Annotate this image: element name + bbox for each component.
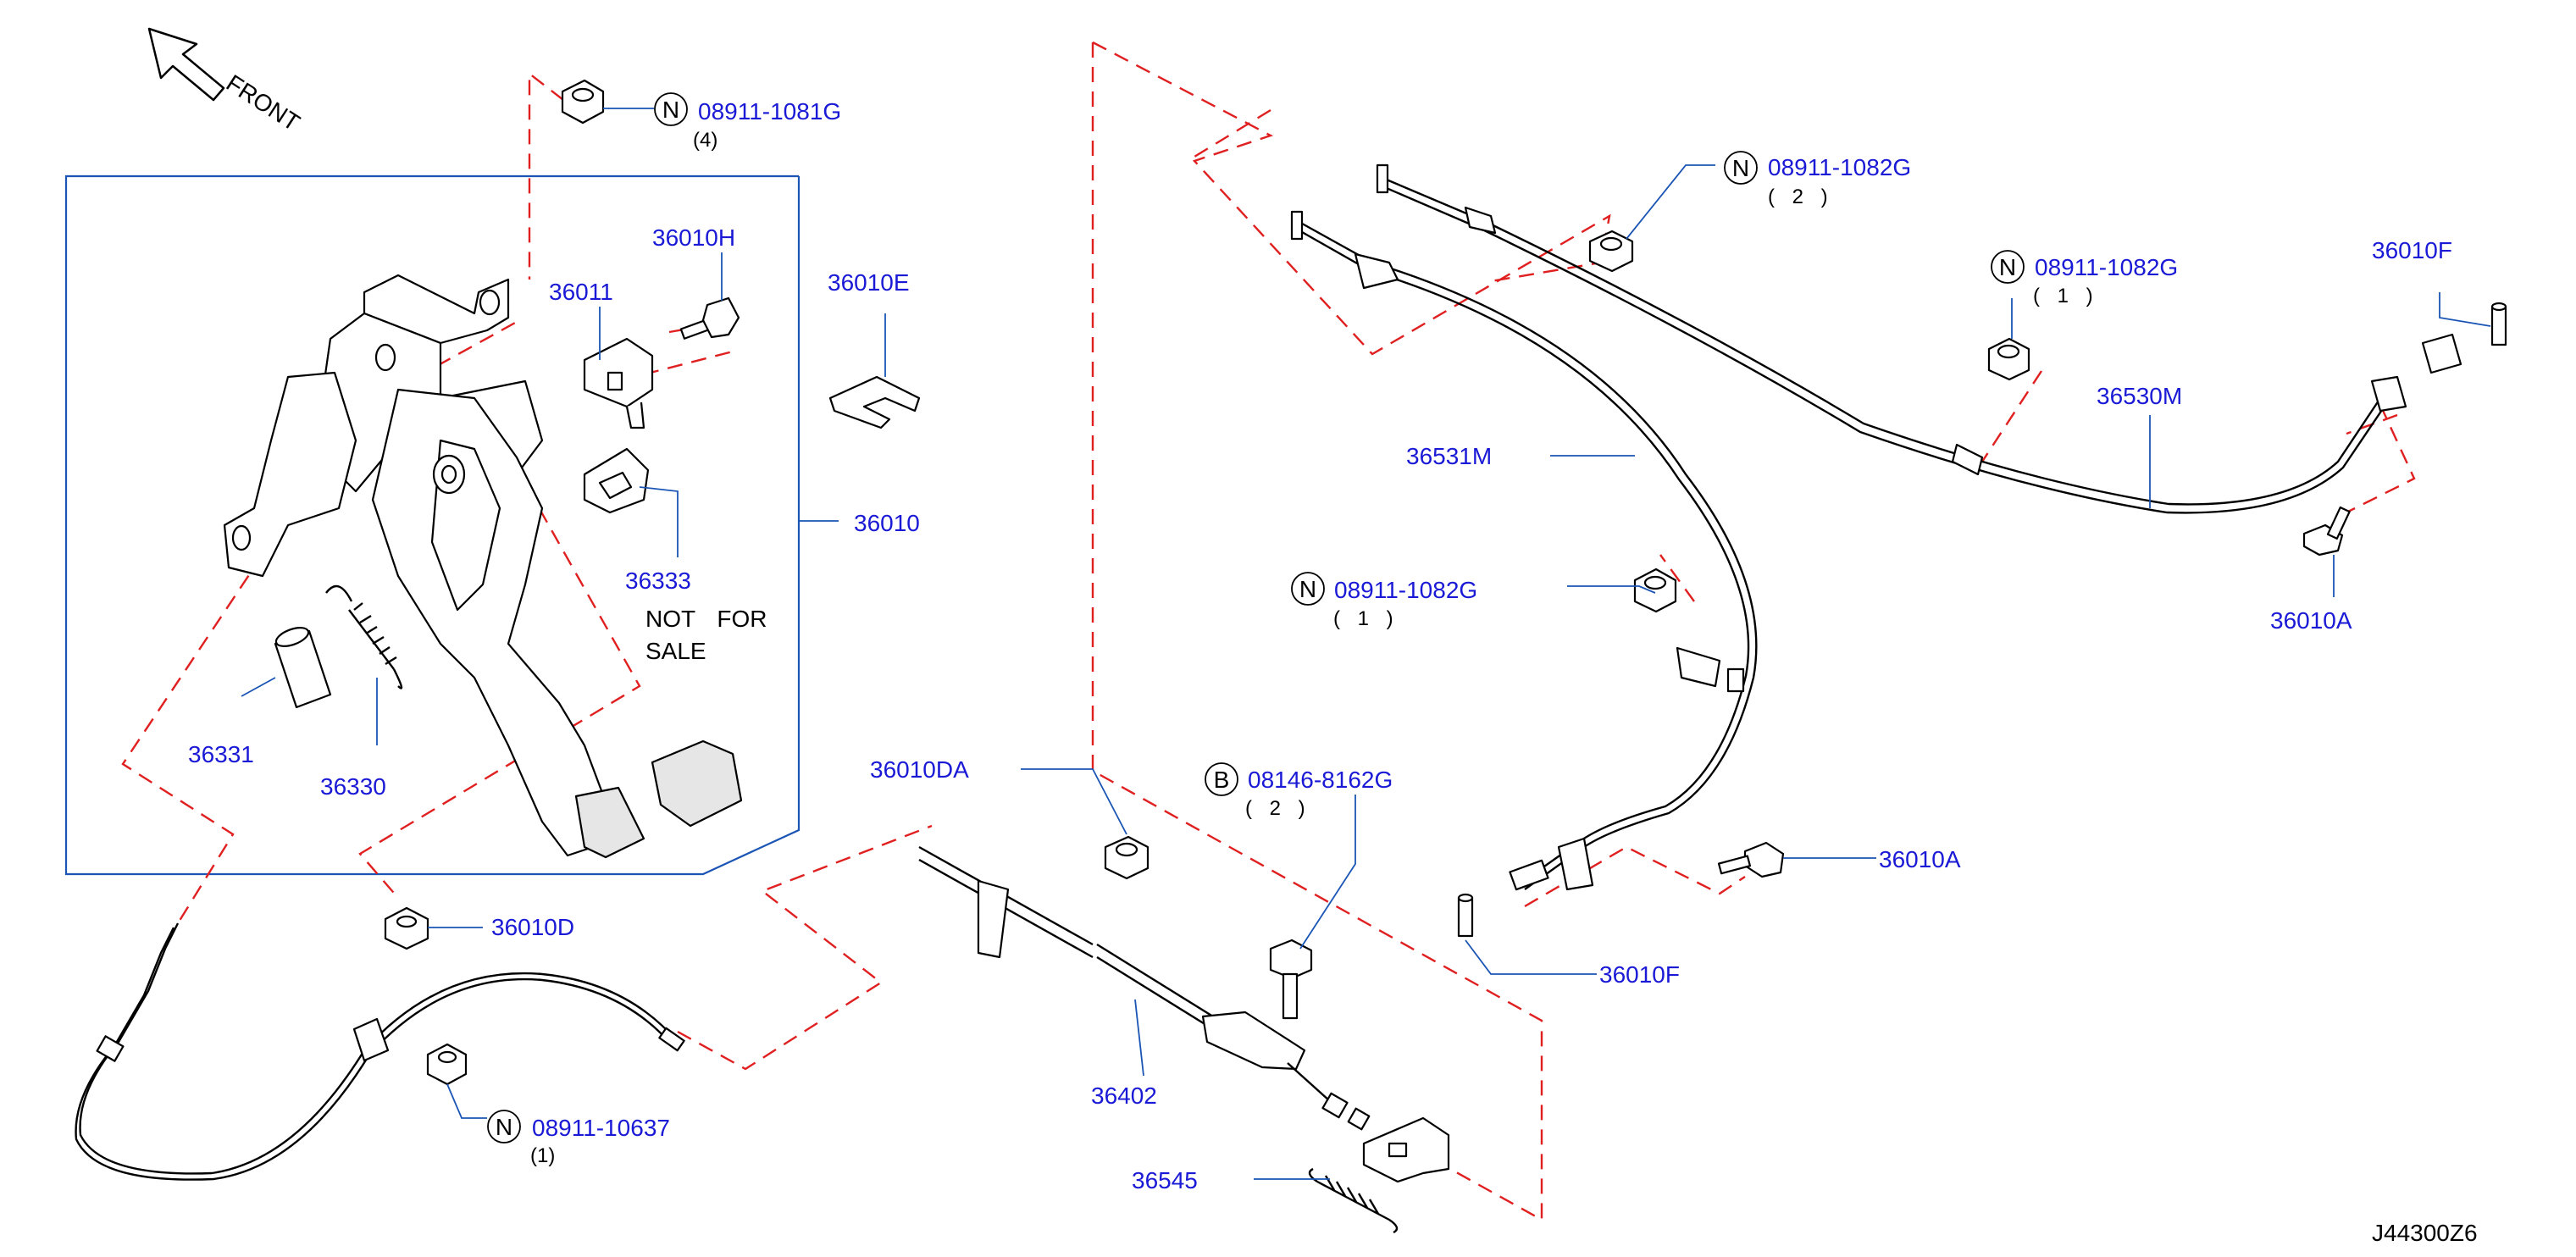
label-36010H: 36010H: [652, 224, 735, 251]
label-08911-1082G-right: 08911-1082G: [2035, 254, 2178, 280]
nut-08911-1082G-mid-icon: [1633, 568, 1677, 613]
nut-08911-1082G-right-icon: [1987, 337, 2030, 381]
label-08146-8162G: 08146-8162G: [1248, 767, 1393, 793]
label-36330: 36330: [320, 773, 386, 800]
label-36331: 36331: [188, 741, 254, 767]
nut-08911-10637-icon: [426, 1043, 468, 1086]
cable-36531M: [1290, 210, 1758, 891]
nut-36010D-icon: [384, 906, 429, 950]
qty-08911-1082G-upper: ( 2 ): [1768, 186, 1828, 208]
label-36530M: 36530M: [2097, 383, 2182, 409]
bolt-center-prefix: B: [1214, 767, 1230, 793]
label-36011: 36011: [549, 279, 613, 305]
n-circle-upper-icon: [1724, 151, 1758, 185]
bolt-08146-8162G-icon: [1269, 939, 1313, 1020]
assembly-box: [64, 174, 800, 876]
label-36333: 36333: [625, 568, 691, 594]
n-circle-top-icon: [654, 92, 688, 126]
not-for-sale-line1: NOT FOR: [645, 606, 767, 632]
label-36010: 36010: [854, 510, 920, 536]
spring-36545: [1308, 1167, 1399, 1234]
front-cable: [75, 922, 685, 1181]
pedal-pad: [651, 739, 743, 828]
stopper-36333: [583, 447, 650, 514]
pin-36010F-top-icon: [2490, 302, 2507, 346]
nut-lower-left-prefix: N: [496, 1114, 512, 1140]
nut-08911-1082G-upper-icon: [1588, 230, 1634, 273]
label-36545: 36545: [1132, 1167, 1198, 1193]
qty-08911-10637: (1): [530, 1144, 555, 1167]
label-08911-1082G-mid: 08911-1082G: [1334, 577, 1477, 603]
label-36010A-right: 36010A: [2270, 607, 2352, 634]
qty-08911-1082G-mid: ( 1 ): [1333, 607, 1393, 630]
label-08911-1082G-upper: 08911-1082G: [1768, 154, 1911, 180]
grommet-36010DA-icon: [1104, 835, 1150, 880]
qty-08146-8162G: ( 2 ): [1245, 797, 1305, 820]
n-circle-right-icon: [1991, 250, 2025, 284]
label-36010E: 36010E: [828, 269, 910, 296]
leader-lines: [241, 108, 2491, 1180]
collar-36331: [274, 627, 332, 709]
label-36010A-mid: 36010A: [1879, 846, 1961, 872]
rod-36402: [918, 845, 1371, 1131]
label-36531M: 36531M: [1406, 443, 1492, 469]
nut-right-prefix: N: [1999, 254, 2016, 280]
spring-36330: [325, 584, 403, 689]
qty-08911-1082G-right: ( 1 ): [2033, 285, 2093, 307]
cable-36530M: [1376, 163, 2462, 514]
label-36402: 36402: [1091, 1083, 1157, 1109]
pedal-bracket: [223, 274, 645, 859]
nut-upper-prefix: N: [1732, 155, 1749, 181]
pin-36010F-bottom-icon: [1457, 893, 1474, 938]
label-36010F-bottom: 36010F: [1599, 961, 1680, 988]
front-arrow-icon: [147, 27, 225, 102]
bolt-36010A-mid-icon: [1717, 841, 1785, 878]
not-for-sale-line2: SALE: [645, 638, 706, 664]
label-36010DA: 36010DA: [870, 756, 969, 783]
nut-08911-1081G-icon: [561, 79, 605, 125]
switch-36011: [583, 337, 654, 429]
equalizer-bracket: [1362, 1116, 1450, 1183]
front-label: FRONT: [222, 69, 305, 136]
label-36010F-top: 36010F: [2372, 237, 2452, 263]
nut-mid-prefix: N: [1299, 576, 1316, 602]
label-08911-1081G: 08911-1081G: [698, 98, 841, 125]
diagram-code: J44300Z6: [2372, 1220, 2478, 1246]
nut-top-prefix: N: [662, 97, 679, 123]
bolt-36010H: [679, 296, 740, 340]
clip-36010E: [828, 375, 921, 429]
n-circle-lower-left-icon: [487, 1110, 521, 1143]
label-08911-10637: 08911-10637: [532, 1115, 670, 1141]
n-circle-mid-icon: [1291, 572, 1325, 606]
bolt-36010A-right-icon: [2302, 506, 2351, 557]
dashed-connectors-left: [121, 42, 1543, 1222]
qty-08911-1081G: (4): [693, 129, 717, 152]
b-circle-center-icon: [1205, 762, 1238, 796]
label-36010D: 36010D: [491, 914, 574, 940]
